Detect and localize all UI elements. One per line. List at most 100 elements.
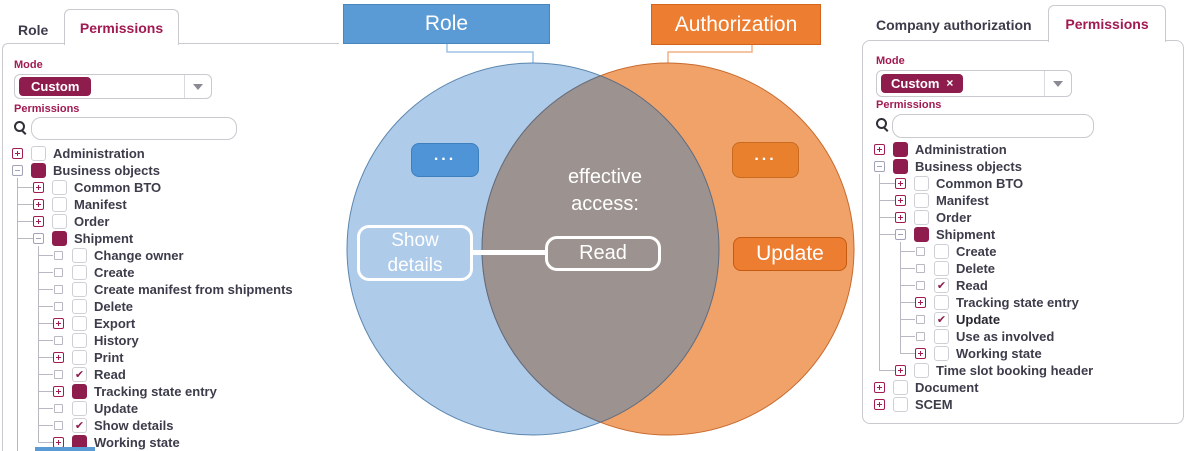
- checkbox-filled[interactable]: [893, 159, 908, 174]
- tree-guide-line: [38, 246, 39, 443]
- tree-row[interactable]: Delete: [0, 298, 338, 315]
- checkbox-empty[interactable]: [934, 346, 949, 361]
- tab-permissions-right[interactable]: Permissions: [1048, 5, 1166, 42]
- checkbox-check[interactable]: ✔: [72, 367, 87, 382]
- checkbox-empty[interactable]: [72, 248, 87, 263]
- expand-plus-icon[interactable]: [53, 352, 64, 363]
- tree-row[interactable]: Common BTO: [0, 179, 338, 196]
- expand-plus-icon[interactable]: [53, 318, 64, 329]
- tab-permissions-left[interactable]: Permissions: [64, 9, 179, 45]
- expand-plus-icon[interactable]: [33, 216, 44, 227]
- expand-plus-icon[interactable]: [874, 382, 885, 393]
- checkbox-check[interactable]: ✔: [934, 312, 949, 327]
- checkbox-empty[interactable]: [893, 380, 908, 395]
- tree-row[interactable]: Use as involved: [862, 328, 1182, 345]
- expand-plus-icon[interactable]: [33, 182, 44, 193]
- tree-row[interactable]: ✔Update: [862, 311, 1182, 328]
- tree-row[interactable]: ✔Read: [0, 366, 338, 383]
- tree-row[interactable]: Shipment: [862, 226, 1182, 243]
- checkbox-empty[interactable]: [934, 329, 949, 344]
- expand-plus-icon[interactable]: [874, 144, 885, 155]
- checkbox-empty[interactable]: [72, 282, 87, 297]
- tree-row[interactable]: Create: [862, 243, 1182, 260]
- permissions-search-input[interactable]: [892, 114, 1094, 138]
- tree-row[interactable]: ✔Read: [862, 277, 1182, 294]
- collapse-minus-icon[interactable]: [874, 161, 885, 172]
- tree-row[interactable]: Create manifest from shipments: [0, 281, 338, 298]
- tree-row[interactable]: Order: [0, 213, 338, 230]
- expand-plus-icon[interactable]: [33, 199, 44, 210]
- tree-row[interactable]: ✔Show details: [0, 417, 338, 434]
- tree-row[interactable]: SCEM: [862, 396, 1182, 413]
- expand-plus-icon[interactable]: [895, 178, 906, 189]
- tree-row[interactable]: Administration: [862, 141, 1182, 158]
- tree-row[interactable]: Administration: [0, 145, 338, 162]
- tree-row[interactable]: Print: [0, 349, 338, 366]
- tree-row[interactable]: Change owner: [0, 247, 338, 264]
- expand-plus-icon[interactable]: [12, 148, 23, 159]
- expand-plus-icon[interactable]: [53, 386, 64, 397]
- expand-plus-icon[interactable]: [915, 348, 926, 359]
- tree-row[interactable]: Document: [862, 379, 1182, 396]
- checkbox-empty[interactable]: [934, 244, 949, 259]
- expand-plus-icon[interactable]: [895, 365, 906, 376]
- checkbox-empty[interactable]: [934, 295, 949, 310]
- checkbox-filled[interactable]: [914, 227, 929, 242]
- tree-row[interactable]: Manifest: [862, 192, 1182, 209]
- authorization-more-button[interactable]: ...: [732, 142, 799, 178]
- tree-row[interactable]: Delete: [862, 260, 1182, 277]
- checkbox-empty[interactable]: [914, 176, 929, 191]
- permissions-search-input[interactable]: [31, 117, 237, 140]
- checkbox-filled[interactable]: [52, 231, 67, 246]
- expand-plus-icon[interactable]: [874, 399, 885, 410]
- mode-select-left[interactable]: Custom: [14, 74, 212, 99]
- checkbox-filled[interactable]: [893, 142, 908, 157]
- collapse-minus-icon[interactable]: [895, 229, 906, 240]
- tree-row[interactable]: Manifest: [0, 196, 338, 213]
- collapse-minus-icon[interactable]: [33, 233, 44, 244]
- mode-dropdown-button[interactable]: [1044, 71, 1071, 96]
- tree-row[interactable]: Business objects: [862, 158, 1182, 175]
- mode-select-right[interactable]: Custom×: [876, 70, 1072, 97]
- tree-row[interactable]: Common BTO: [862, 175, 1182, 192]
- tree-row[interactable]: Tracking state entry: [0, 383, 338, 400]
- checkbox-empty[interactable]: [914, 193, 929, 208]
- checkbox-empty[interactable]: [52, 214, 67, 229]
- checkbox-empty[interactable]: [72, 299, 87, 314]
- tree-row[interactable]: Time slot booking header: [862, 362, 1182, 379]
- checkbox-empty[interactable]: [72, 333, 87, 348]
- checkbox-filled[interactable]: [72, 384, 87, 399]
- collapse-minus-icon[interactable]: [12, 165, 23, 176]
- checkbox-check[interactable]: ✔: [934, 278, 949, 293]
- tree-row[interactable]: Order: [862, 209, 1182, 226]
- expand-plus-icon[interactable]: [895, 195, 906, 206]
- checkbox-empty[interactable]: [31, 146, 46, 161]
- checkbox-empty[interactable]: [72, 316, 87, 331]
- tree-row[interactable]: History: [0, 332, 338, 349]
- tree-row[interactable]: Shipment: [0, 230, 338, 247]
- tab-role[interactable]: Role: [18, 22, 49, 38]
- expand-plus-icon[interactable]: [895, 212, 906, 223]
- tree-row[interactable]: Tracking state entry: [862, 294, 1182, 311]
- checkbox-empty[interactable]: [893, 397, 908, 412]
- tree-row[interactable]: Business objects: [0, 162, 338, 179]
- checkbox-empty[interactable]: [52, 197, 67, 212]
- tab-company-authorization[interactable]: Company authorization: [876, 17, 1032, 33]
- expand-plus-icon[interactable]: [915, 297, 926, 308]
- clear-mode-icon[interactable]: ×: [946, 76, 954, 90]
- tree-row[interactable]: Export: [0, 315, 338, 332]
- tree-row[interactable]: Create: [0, 264, 338, 281]
- checkbox-empty[interactable]: [914, 210, 929, 225]
- mode-dropdown-button[interactable]: [184, 75, 211, 98]
- checkbox-empty[interactable]: [52, 180, 67, 195]
- tree-row[interactable]: Update: [0, 400, 338, 417]
- role-more-button[interactable]: ...: [411, 143, 479, 177]
- tree-row[interactable]: Working state: [862, 345, 1182, 362]
- checkbox-check[interactable]: ✔: [72, 418, 87, 433]
- checkbox-empty[interactable]: [72, 350, 87, 365]
- checkbox-empty[interactable]: [72, 401, 87, 416]
- checkbox-empty[interactable]: [914, 363, 929, 378]
- checkbox-empty[interactable]: [72, 265, 87, 280]
- checkbox-filled[interactable]: [31, 163, 46, 178]
- checkbox-empty[interactable]: [934, 261, 949, 276]
